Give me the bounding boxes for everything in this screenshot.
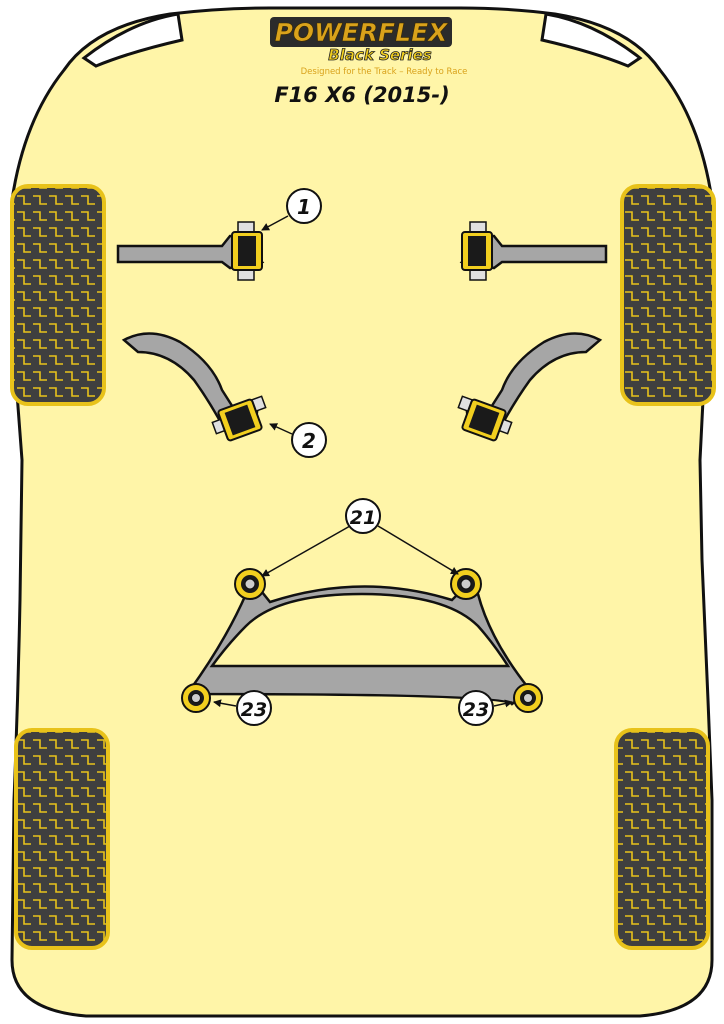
front-left-window — [81, 12, 184, 68]
bush-23-right — [513, 683, 543, 713]
leader-1 — [261, 215, 289, 231]
brand-name: POWERFLEX — [275, 18, 450, 47]
callout-23-right: 23 — [458, 690, 494, 726]
callout-1: 1 — [286, 188, 322, 224]
callout-2-label: 2 — [302, 429, 316, 453]
brand-tagline: Designed for the Track – Ready to Race — [301, 67, 468, 77]
callout-21-label: 21 — [350, 507, 376, 529]
bush-1-right — [461, 221, 493, 281]
leader-2 — [269, 423, 293, 435]
powerflex-logo: POWERFLEX Black Series Designed for the … — [270, 17, 467, 77]
bush-21-right — [450, 568, 482, 600]
front-right-window — [540, 12, 643, 68]
bush-1-left — [231, 221, 263, 281]
callout-1-label: 1 — [297, 195, 311, 219]
callout-23-left-label: 23 — [241, 699, 267, 721]
callout-23-left: 23 — [236, 690, 272, 726]
bush-2-left — [211, 395, 267, 442]
leader-21-left — [261, 525, 351, 577]
callout-21: 21 — [345, 498, 381, 534]
callout-2: 2 — [291, 422, 327, 458]
leader-23-right — [493, 699, 513, 708]
callout-23-right-label: 23 — [463, 699, 489, 721]
rear-left-tyre — [14, 728, 110, 950]
rear-right-tyre — [614, 728, 710, 950]
leader-23-left — [213, 699, 237, 708]
front-left-tyre — [10, 184, 106, 406]
bush-2-right — [457, 395, 513, 442]
leader-21-right — [377, 525, 459, 575]
brand-series: Black Series — [328, 46, 431, 64]
front-right-tyre — [620, 184, 716, 406]
model-title: F16 X6 (2015-) — [274, 83, 449, 107]
bush-21-left — [234, 568, 266, 600]
bush-23-left — [181, 683, 211, 713]
